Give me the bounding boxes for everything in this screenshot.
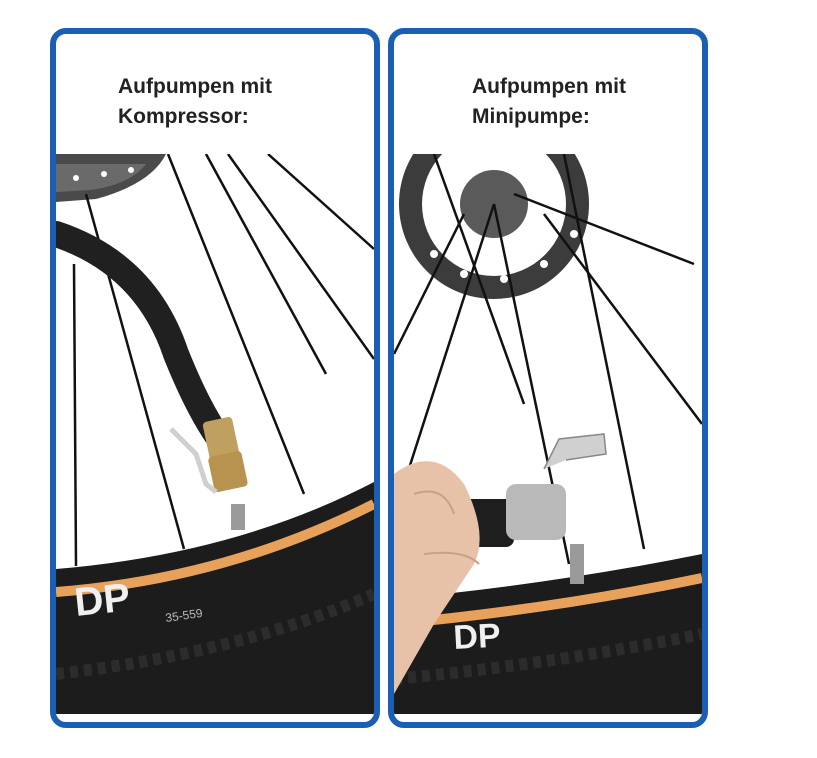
panel-title-compressor: Aufpumpen mit Kompressor: (118, 75, 272, 128)
minipump-photo: DP (394, 154, 702, 714)
tire-brand-label: DP (72, 575, 132, 625)
rim-stripe (56, 499, 374, 597)
tire-brand-label: DP (452, 617, 501, 657)
panel-minipump: Aufpumpen mit Minipumpe: D (388, 28, 708, 728)
brake-disc (56, 154, 166, 202)
panel-compressor: Aufpumpen mit Kompressor: DP 35-559 (50, 28, 380, 728)
air-chuck (169, 417, 248, 530)
tire-size-label: 35-559 (164, 606, 203, 625)
compressor-photo: DP 35-559 (56, 154, 374, 714)
hand (394, 461, 480, 694)
compressor-hose (56, 221, 229, 447)
panel-title-minipump: Aufpumpen mit Minipumpe: (472, 75, 626, 128)
